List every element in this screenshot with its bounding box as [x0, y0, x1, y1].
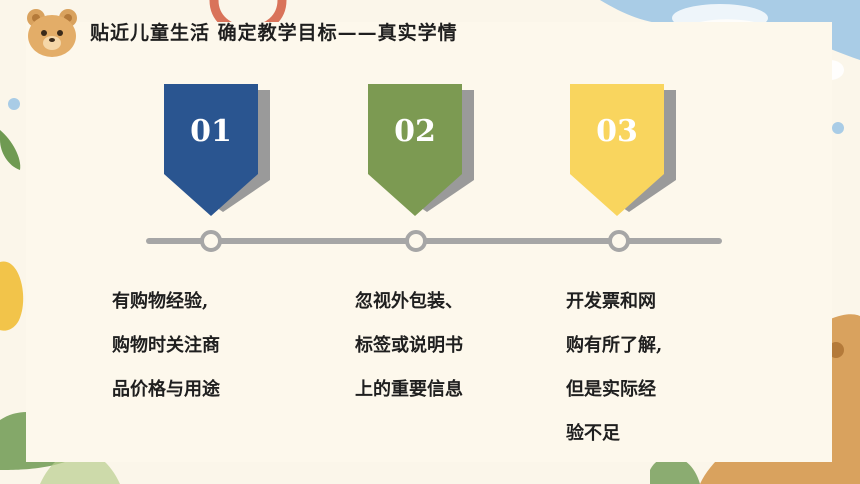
step-number-1: 01 [190, 114, 232, 149]
step-3-line-2: 购有所了解, [566, 335, 663, 356]
step-description-2: 忽视外包装、 标签或说明书 上的重要信息 [355, 280, 463, 412]
step-badge-shape-1 [164, 84, 270, 216]
step-1-line-2: 购物时关注商 [112, 335, 220, 356]
step-3-line-4: 验不足 [566, 423, 620, 444]
step-2-line-2: 标签或说明书 [355, 335, 463, 356]
step-badge-shape-2 [368, 84, 474, 216]
page-title: 贴近儿童生活 确定教学目标——真实学情 [90, 22, 458, 44]
step-description-1: 有购物经验, 购物时关注商 品价格与用途 [112, 280, 220, 412]
step-badge-shape-3 [570, 84, 676, 216]
step-3-line-3: 但是实际经 [566, 379, 656, 400]
bear-face-icon [27, 9, 77, 57]
step-2-line-1: 忽视外包装、 [355, 291, 463, 312]
step-badge-1: 01 [164, 84, 274, 220]
step-1-line-3: 品价格与用途 [112, 379, 220, 400]
step-3-line-1: 开发票和网 [566, 291, 656, 312]
step-number-3: 03 [596, 114, 638, 149]
step-1-line-1: 有购物经验, [112, 291, 209, 312]
step-number-2: 02 [394, 114, 436, 149]
step-badge-2: 02 [368, 84, 478, 220]
timeline-dot-2 [405, 230, 427, 252]
step-badge-3: 03 [570, 84, 680, 220]
timeline-line [146, 238, 722, 244]
timeline-dot-1 [200, 230, 222, 252]
step-2-line-3: 上的重要信息 [355, 379, 463, 400]
timeline-dot-3 [608, 230, 630, 252]
step-description-3: 开发票和网 购有所了解, 但是实际经 验不足 [566, 280, 662, 456]
